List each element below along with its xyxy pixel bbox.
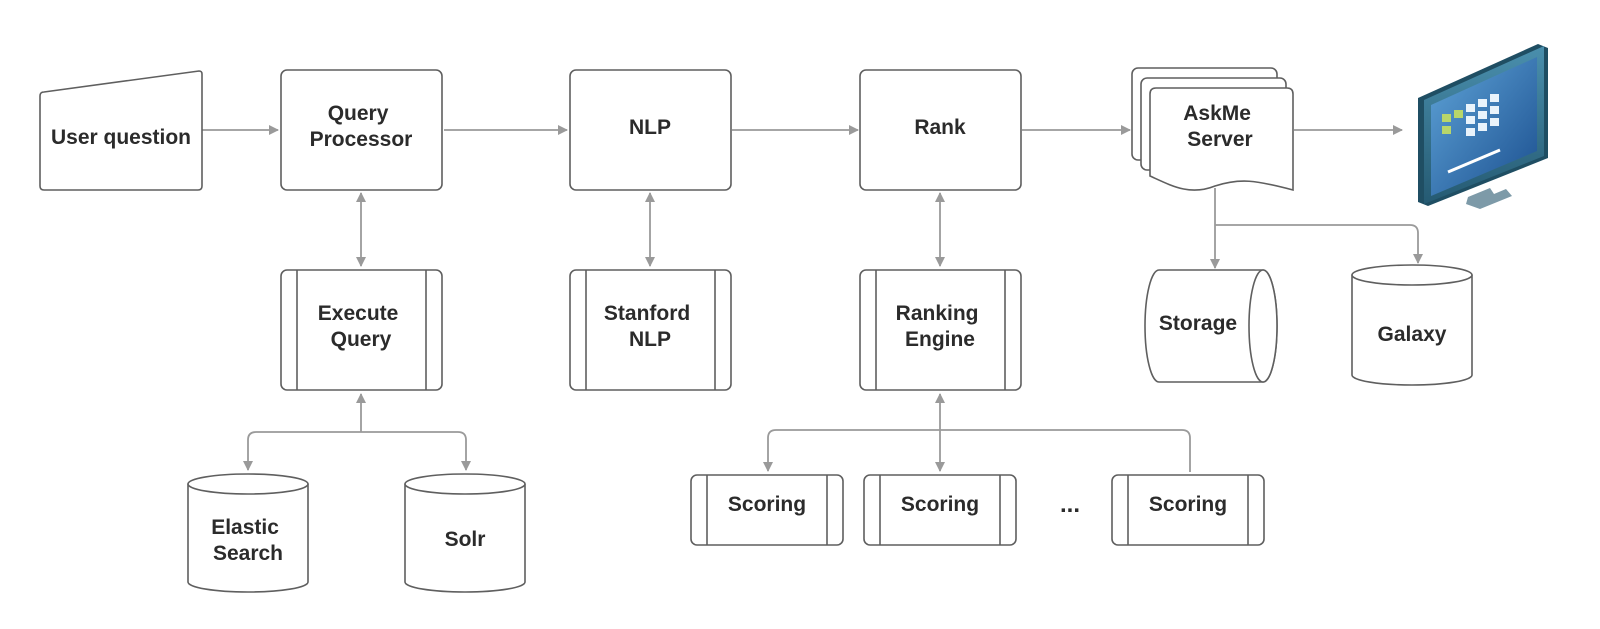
elastic-search-label-1: Elastic: [211, 516, 279, 539]
connectors: [200, 125, 1423, 472]
stanford-nlp-node: Stanford NLP: [569, 269, 732, 391]
stanford-nlp-label-2: NLP: [629, 328, 671, 351]
elastic-search-node: Elastic Search: [187, 473, 309, 593]
query-processor-label-2: Processor: [310, 128, 413, 151]
galaxy-node: Galaxy: [1351, 264, 1473, 386]
stanford-nlp-label-1: Stanford: [604, 302, 690, 325]
svg-text:Query Processor: Query Processor: [310, 102, 413, 151]
query-processor-label-1: Query: [328, 102, 389, 125]
svg-text:Elastic Search: Elastic Search: [211, 516, 285, 565]
arrow-to-elastic: [243, 431, 361, 471]
storage-label: Storage: [1159, 312, 1237, 335]
solr-label: Solr: [445, 528, 486, 551]
storage-node: Storage: [1144, 269, 1278, 383]
ranking-engine-label-1: Ranking: [896, 302, 979, 325]
askme-server-label-1: AskMe: [1183, 102, 1251, 125]
askme-server-node: AskMe Server: [1131, 67, 1294, 192]
scoring-node-2: Scoring: [863, 474, 1017, 546]
scoring-node-1: Scoring: [690, 474, 844, 546]
scoring-label-1: Scoring: [728, 493, 806, 516]
arrow-to-scoring-1: [763, 429, 1191, 472]
svg-text:AskMe Server: AskMe Server: [1183, 102, 1257, 151]
query-processor-node: Query Processor: [280, 69, 443, 191]
user-question-node: User question: [39, 70, 203, 191]
rank-label: Rank: [914, 116, 966, 139]
execute-query-label-2: Query: [331, 328, 392, 351]
user-question-label: User question: [51, 126, 191, 149]
scoring-node-3: Scoring: [1111, 474, 1265, 546]
solr-node: Solr: [404, 473, 526, 593]
execute-query-node: Execute Query: [280, 269, 443, 391]
ellipsis: ...: [1060, 491, 1080, 518]
nlp-label: NLP: [629, 116, 671, 139]
rank-node: Rank: [859, 69, 1022, 191]
arrow-to-solr: [361, 431, 471, 471]
nlp-node: NLP: [569, 69, 732, 191]
arrow-askme-to-galaxy: [1215, 224, 1423, 264]
askme-server-label-2: Server: [1187, 128, 1252, 151]
monitor-icon: [1418, 44, 1548, 209]
ranking-engine-node: Ranking Engine: [859, 269, 1022, 391]
svg-text:Ranking Engine: Ranking Engine: [896, 302, 985, 351]
svg-text:Execute Query: Execute Query: [318, 302, 404, 351]
galaxy-label: Galaxy: [1378, 323, 1447, 346]
elastic-search-label-2: Search: [213, 542, 283, 565]
execute-query-label-1: Execute: [318, 302, 399, 325]
svg-text:Stanford NLP: Stanford NLP: [604, 302, 696, 351]
scoring-label-3: Scoring: [1149, 493, 1227, 516]
ranking-engine-label-2: Engine: [905, 328, 975, 351]
scoring-label-2: Scoring: [901, 493, 979, 516]
